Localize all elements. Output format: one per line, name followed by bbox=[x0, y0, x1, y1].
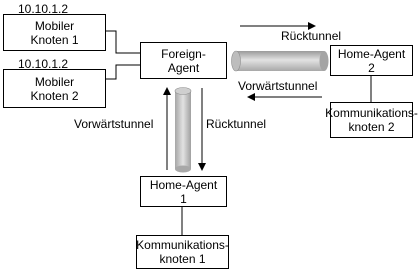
label-vertical-return-tunnel: Rücktunnel bbox=[206, 117, 267, 131]
home-agent-2: Home-Agent 2 bbox=[330, 45, 413, 76]
mobile-node-1: Mobiler Knoten 1 bbox=[3, 14, 106, 51]
mobile-node-2-ip: 10.10.1.2 bbox=[18, 57, 69, 71]
tunnel-arrows bbox=[163, 22, 322, 171]
comm-node-1: Kommunikations- knoten 1 bbox=[136, 235, 229, 269]
horizontal-tunnel bbox=[231, 50, 329, 72]
vertical-tunnel bbox=[174, 87, 192, 173]
foreign-agent: Foreign- Agent bbox=[140, 42, 227, 79]
label-vertical-forward-tunnel: Vorwärtstunnel bbox=[74, 117, 154, 131]
label-horizontal-forward-tunnel: Vorwärtstunnel bbox=[238, 79, 318, 93]
comm-node-2: Kommunikations- knoten 2 bbox=[325, 102, 418, 138]
home-agent-1: Home-Agent 1 bbox=[140, 176, 227, 207]
connection-lines bbox=[106, 30, 372, 235]
label-horizontal-return-tunnel: Rücktunnel bbox=[281, 29, 342, 43]
mobile-node-2: Mobiler Knoten 2 bbox=[3, 69, 106, 108]
link-mobile1-foreign-agent bbox=[106, 30, 140, 54]
mobile-node-1-ip: 10.10.1.2 bbox=[18, 2, 69, 16]
link-mobile2-foreign-agent bbox=[106, 64, 140, 80]
